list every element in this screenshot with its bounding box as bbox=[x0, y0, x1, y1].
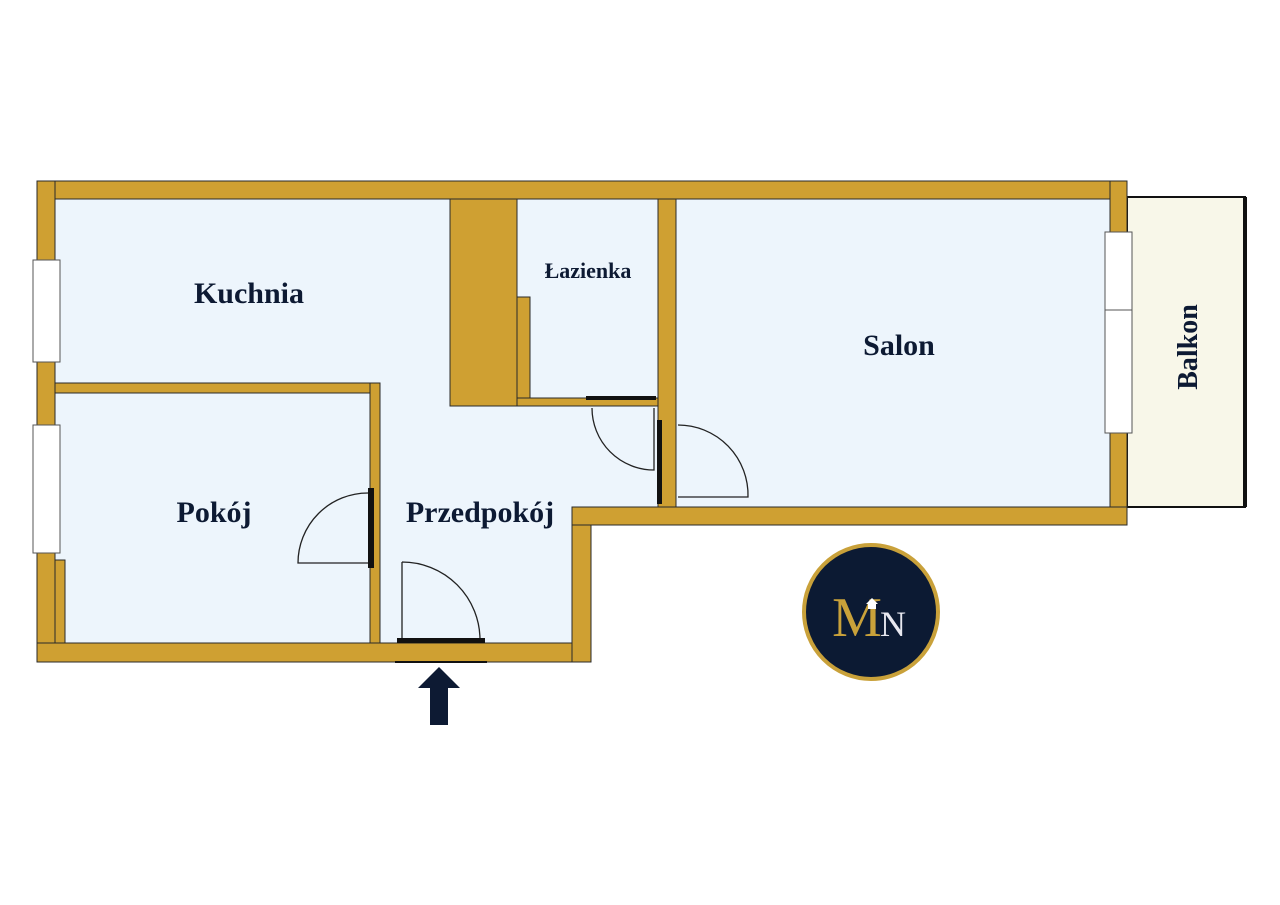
balcony-area bbox=[1126, 196, 1246, 508]
floor-lower bbox=[55, 393, 575, 645]
logo: M N bbox=[802, 543, 940, 681]
doors bbox=[297, 396, 749, 663]
windows bbox=[32, 231, 1133, 554]
window-salon bbox=[1104, 231, 1133, 434]
floors bbox=[55, 196, 1247, 645]
label-hallway: Przedpokój bbox=[406, 496, 554, 529]
door-entrance bbox=[401, 561, 481, 641]
svg-text:N: N bbox=[880, 604, 906, 644]
walls bbox=[36, 180, 1128, 663]
label-room: Pokój bbox=[177, 496, 252, 529]
window-room bbox=[32, 424, 61, 554]
door-room bbox=[297, 492, 369, 564]
window-kitchen bbox=[32, 259, 61, 363]
door-bathroom bbox=[591, 407, 655, 471]
arrow-up-icon bbox=[418, 667, 460, 725]
label-kitchen: Kuchnia bbox=[194, 277, 304, 310]
label-salon: Salon bbox=[863, 329, 935, 362]
label-bathroom: Łazienka bbox=[545, 258, 632, 283]
svg-text:M: M bbox=[832, 587, 882, 649]
door-salon bbox=[677, 424, 749, 498]
label-balcony: Balkon bbox=[1173, 304, 1204, 390]
